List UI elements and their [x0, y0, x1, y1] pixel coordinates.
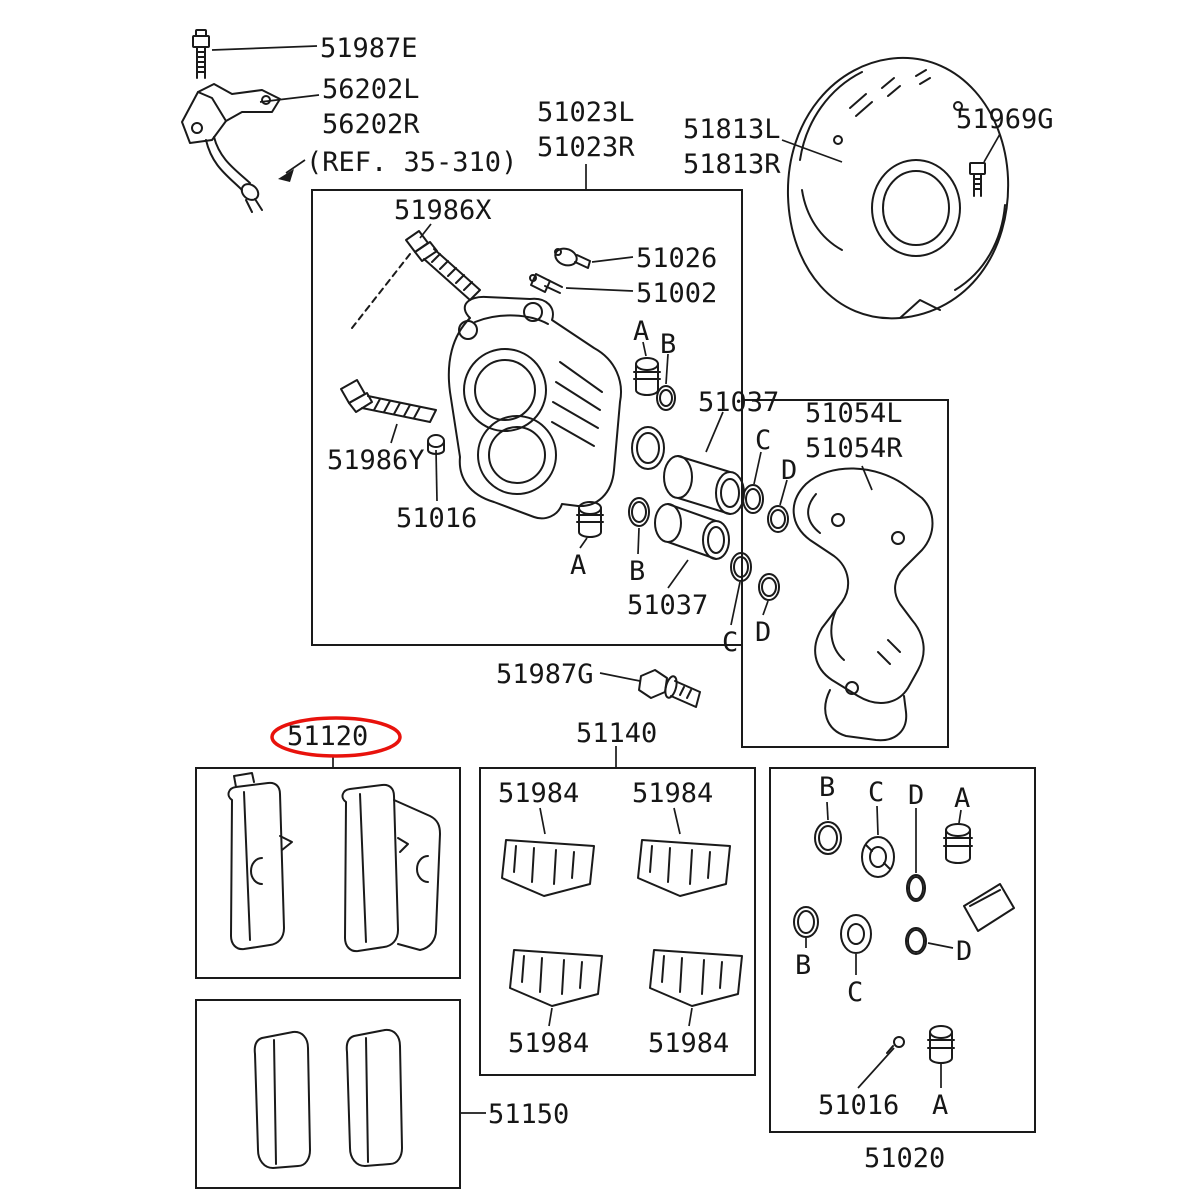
box-pads-51150: [195, 999, 461, 1189]
index-label-c-kit-1: C: [868, 777, 885, 808]
brake-hose-drawing: [205, 136, 263, 213]
part-label-51054L: 51054L: [805, 398, 903, 429]
part-label-51037-lower: 51037: [627, 590, 709, 621]
valve-51002-drawing: [529, 273, 563, 294]
seal-d-lower-drawing: [758, 573, 780, 601]
box-hardware-51140: [479, 767, 756, 1076]
index-label-c-upper: C: [755, 425, 772, 456]
index-label-b-upper: B: [660, 329, 677, 360]
seal-c-lower-drawing: [730, 552, 752, 582]
caliper-bracket-51054-drawing: [792, 467, 934, 742]
index-label-a-upper: A: [633, 316, 650, 347]
bolt-51987E-drawing: [192, 29, 210, 79]
index-label-c-lower: C: [722, 627, 739, 658]
seal-kit-51020-drawing: [793, 821, 1015, 1064]
guide-pin-51986Y-drawing: [340, 379, 437, 423]
index-label-b-kit-2: B: [795, 950, 812, 981]
part-label-51037-upper: 51037: [698, 387, 780, 418]
box-pads-51120: [195, 767, 461, 979]
part-label-51023R: 51023R: [537, 132, 635, 163]
box-seal-kit-51020: [769, 767, 1036, 1133]
bracket-56202-drawing: [181, 83, 281, 144]
ref-arrowhead: [278, 169, 294, 182]
part-label-51020: 51020: [864, 1143, 946, 1174]
leader-lines: [211, 45, 1001, 1114]
brake-pad-51120-left-drawing: [227, 772, 293, 951]
part-label-51002: 51002: [636, 278, 718, 309]
index-label-a-kit-2: A: [932, 1090, 949, 1121]
highlight-ellipse-51120: [270, 716, 402, 758]
part-label-51016-upper: 51016: [396, 503, 478, 534]
part-label-51987E: 51987E: [320, 33, 418, 64]
part-label-51984-bottom-right: 51984: [648, 1028, 730, 1059]
part-label-51023L: 51023L: [537, 97, 635, 128]
index-label-b-kit-1: B: [819, 772, 836, 803]
index-label-c-kit-2: C: [847, 977, 864, 1008]
index-label-d-kit-2: D: [956, 936, 973, 967]
caliper-body-51023-drawing: [447, 295, 622, 520]
index-label-d-upper: D: [781, 455, 798, 486]
box-bracket-51054: [741, 399, 949, 748]
pad-clips-51984-drawing: [501, 839, 743, 1007]
index-label-d-kit-1: D: [908, 780, 925, 811]
part-label-51054R: 51054R: [805, 433, 903, 464]
part-label-51984-top-right: 51984: [632, 778, 714, 809]
part-label-51986X: 51986X: [394, 195, 492, 226]
index-label-d-lower: D: [755, 617, 772, 648]
part-label-51813R: 51813R: [683, 149, 781, 180]
part-label-51026: 51026: [636, 243, 718, 274]
seal-b-lower-drawing: [628, 497, 650, 527]
part-label-56202R: 56202R: [322, 109, 420, 140]
part-label-51120-highlighted: 51120: [287, 721, 369, 752]
ref-note-label: (REF. 35-310): [306, 147, 518, 178]
part-label-51984-top-left: 51984: [498, 778, 580, 809]
cap-51016-drawing: [427, 434, 445, 455]
part-label-51016-kit: 51016: [818, 1090, 900, 1121]
part-label-51986Y: 51986Y: [327, 445, 425, 476]
index-label-b-lower: B: [629, 556, 646, 587]
brake-pad-51120-right-drawing: [341, 783, 441, 953]
part-label-51987G: 51987G: [496, 659, 594, 690]
seal-c-upper-drawing: [742, 484, 764, 514]
seal-b-upper-drawing: [656, 385, 676, 411]
dust-shield-51813-drawing: [786, 56, 1010, 320]
bolt-51969G-drawing: [969, 162, 986, 197]
part-label-51969G: 51969G: [956, 104, 1054, 135]
boot-a-upper-drawing: [633, 357, 661, 396]
piston-51037-upper-drawing: [663, 455, 745, 515]
boot-a-lower-drawing: [576, 501, 604, 538]
index-label-a-lower: A: [570, 550, 587, 581]
part-label-51813L: 51813L: [683, 114, 781, 145]
piston-seal-ring-drawing: [631, 426, 665, 470]
guide-pin-51986X-drawing: [351, 230, 481, 329]
part-label-51140: 51140: [576, 718, 658, 749]
part-label-51984-bottom-left: 51984: [508, 1028, 590, 1059]
bolt-51987G-drawing: [638, 669, 701, 708]
part-label-51150: 51150: [488, 1099, 570, 1130]
brake-pads-51150-drawing: [253, 1028, 403, 1169]
part-label-56202L: 56202L: [322, 74, 420, 105]
boot-d-upper-drawing: [767, 505, 789, 533]
index-label-a-kit-1: A: [954, 783, 971, 814]
bleeder-screw-51026-drawing: [554, 247, 591, 269]
piston-51037-lower-drawing: [654, 503, 730, 560]
